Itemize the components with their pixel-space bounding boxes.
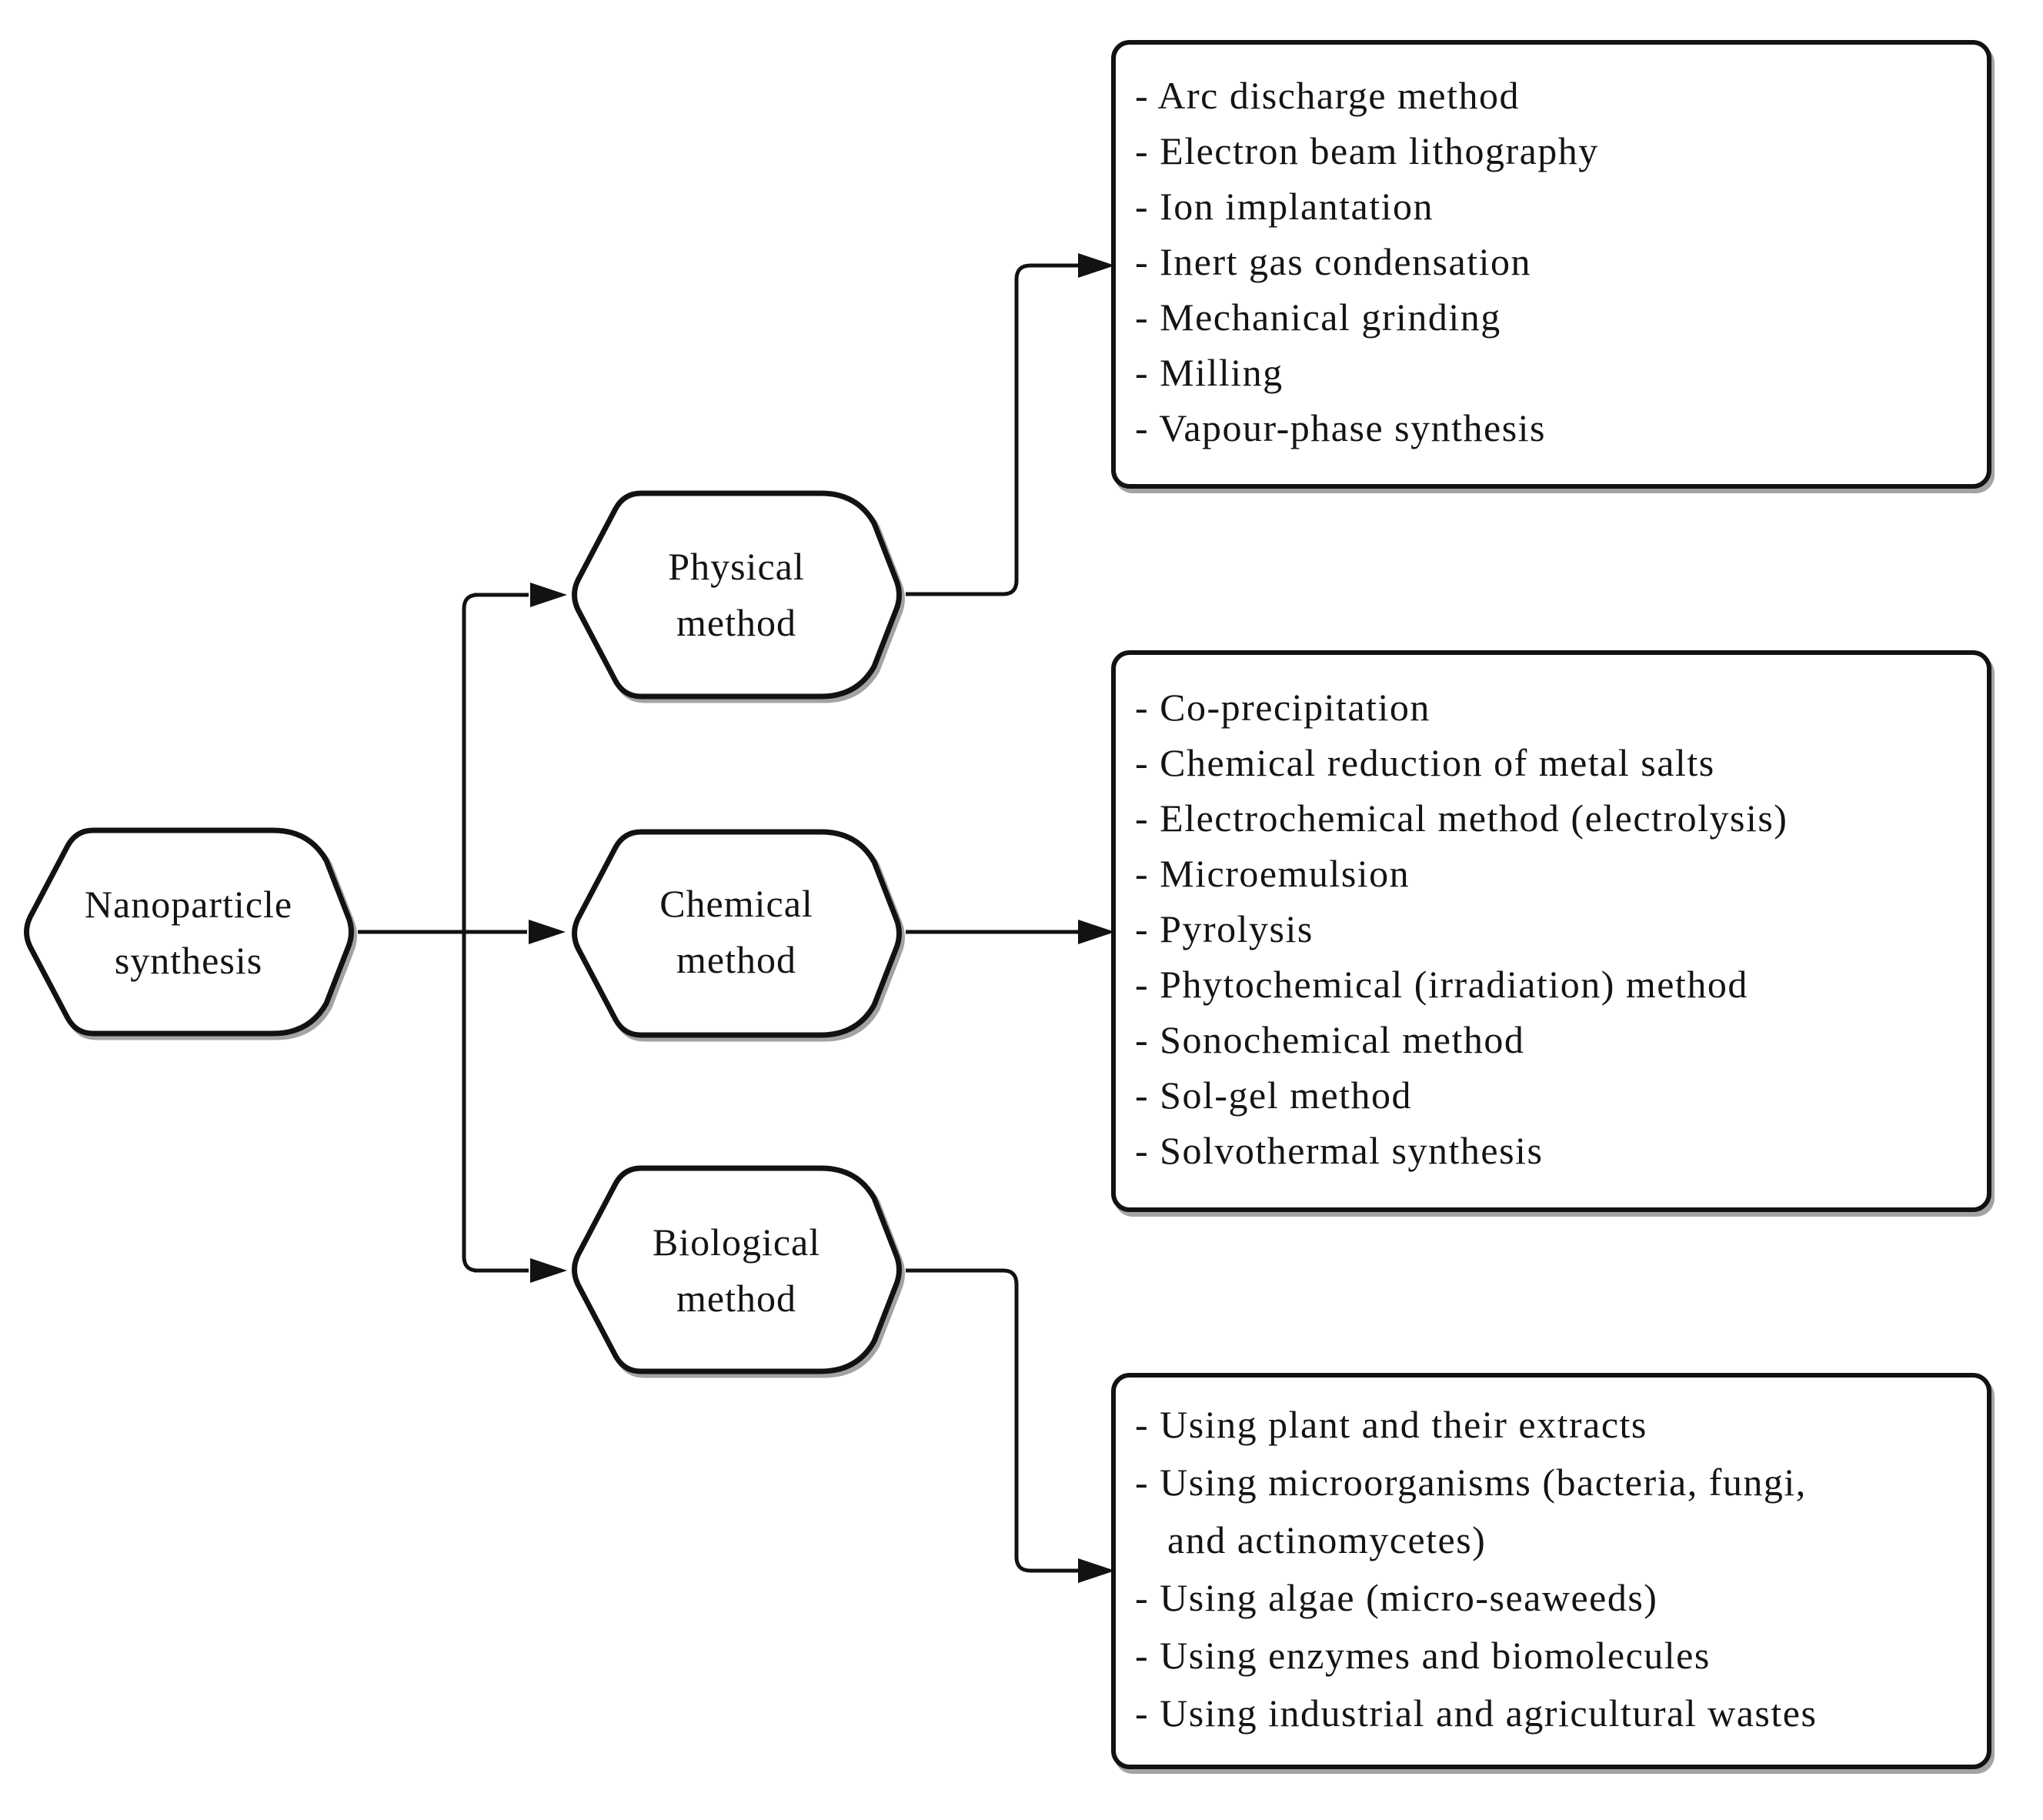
list-item: - Phytochemical (irradiation) method <box>1135 963 1748 1006</box>
list-item: - Using enzymes and biomolecules <box>1135 1634 1711 1677</box>
list-item: - Mechanical grinding <box>1135 296 1501 339</box>
physical-node-shape <box>572 490 902 700</box>
arrowhead-chemical-node <box>529 920 566 944</box>
list-item: - Vapour-phase synthesis <box>1135 406 1546 449</box>
physical-node-label-wrap: Physical method <box>567 489 906 701</box>
chemical-node-label: Chemical method <box>659 882 813 981</box>
chemical-node-label-wrap: Chemical method <box>567 827 906 1037</box>
arrowhead-biological-box <box>1078 1558 1115 1583</box>
root-node-label: Nanoparticle synthesis <box>84 882 293 982</box>
list-item: - Electron beam lithography <box>1135 129 1599 172</box>
list-item: - Electrochemical method (electrolysis) <box>1135 796 1788 840</box>
list-item: - Microemulsion <box>1135 852 1410 895</box>
arrowhead-biological-node <box>530 1258 567 1283</box>
biological-node-label: Biological method <box>652 1221 821 1320</box>
list-item: - Sol-gel method <box>1135 1074 1413 1117</box>
list-item: and actinomycetes) <box>1135 1518 1487 1561</box>
list-item: - Co-precipitation <box>1135 686 1430 729</box>
list-item: - Sonochemical method <box>1135 1018 1525 1061</box>
list-item: - Inert gas condensation <box>1135 240 1532 283</box>
list-item: - Solvothermal synthesis <box>1135 1129 1544 1172</box>
list-item: - Arc discharge method <box>1135 74 1520 117</box>
chemical-node-shape <box>572 829 902 1038</box>
list-item: - Milling <box>1135 351 1284 394</box>
connector-biological-to-box <box>906 1268 1078 1573</box>
list-item: - Using industrial and agricultural wast… <box>1135 1691 1818 1735</box>
biological-node-shape <box>572 1165 902 1374</box>
physical-node-label: Physical method <box>668 545 805 644</box>
list-item: - Chemical reduction of metal salts <box>1135 741 1715 784</box>
root-node-shape <box>24 827 354 1037</box>
arrowhead-physical-node <box>530 583 567 607</box>
physical-methods-box: - Arc discharge method - Electron beam li… <box>1111 40 1991 489</box>
connector-physical-to-box <box>906 263 1078 596</box>
connector-trunk <box>462 593 479 1273</box>
list-item: - Pyrolysis <box>1135 907 1314 950</box>
list-item: - Using microorganisms (bacteria, fungi, <box>1135 1461 1807 1504</box>
list-item: - Ion implantation <box>1135 185 1434 228</box>
biological-node-label-wrap: Biological method <box>567 1164 906 1378</box>
list-item: - Using algae (micro-seaweeds) <box>1135 1576 1658 1619</box>
arrowhead-chemical-box <box>1078 920 1115 944</box>
chemical-methods-box: - Co-precipitation - Chemical reduction o… <box>1111 650 1991 1212</box>
biological-methods-box: - Using plant and their extracts - Using … <box>1111 1373 1991 1769</box>
root-node-label-wrap: Nanoparticle synthesis <box>19 826 358 1039</box>
arrowhead-physical-box <box>1078 253 1115 278</box>
list-item: - Using plant and their extracts <box>1135 1403 1647 1446</box>
